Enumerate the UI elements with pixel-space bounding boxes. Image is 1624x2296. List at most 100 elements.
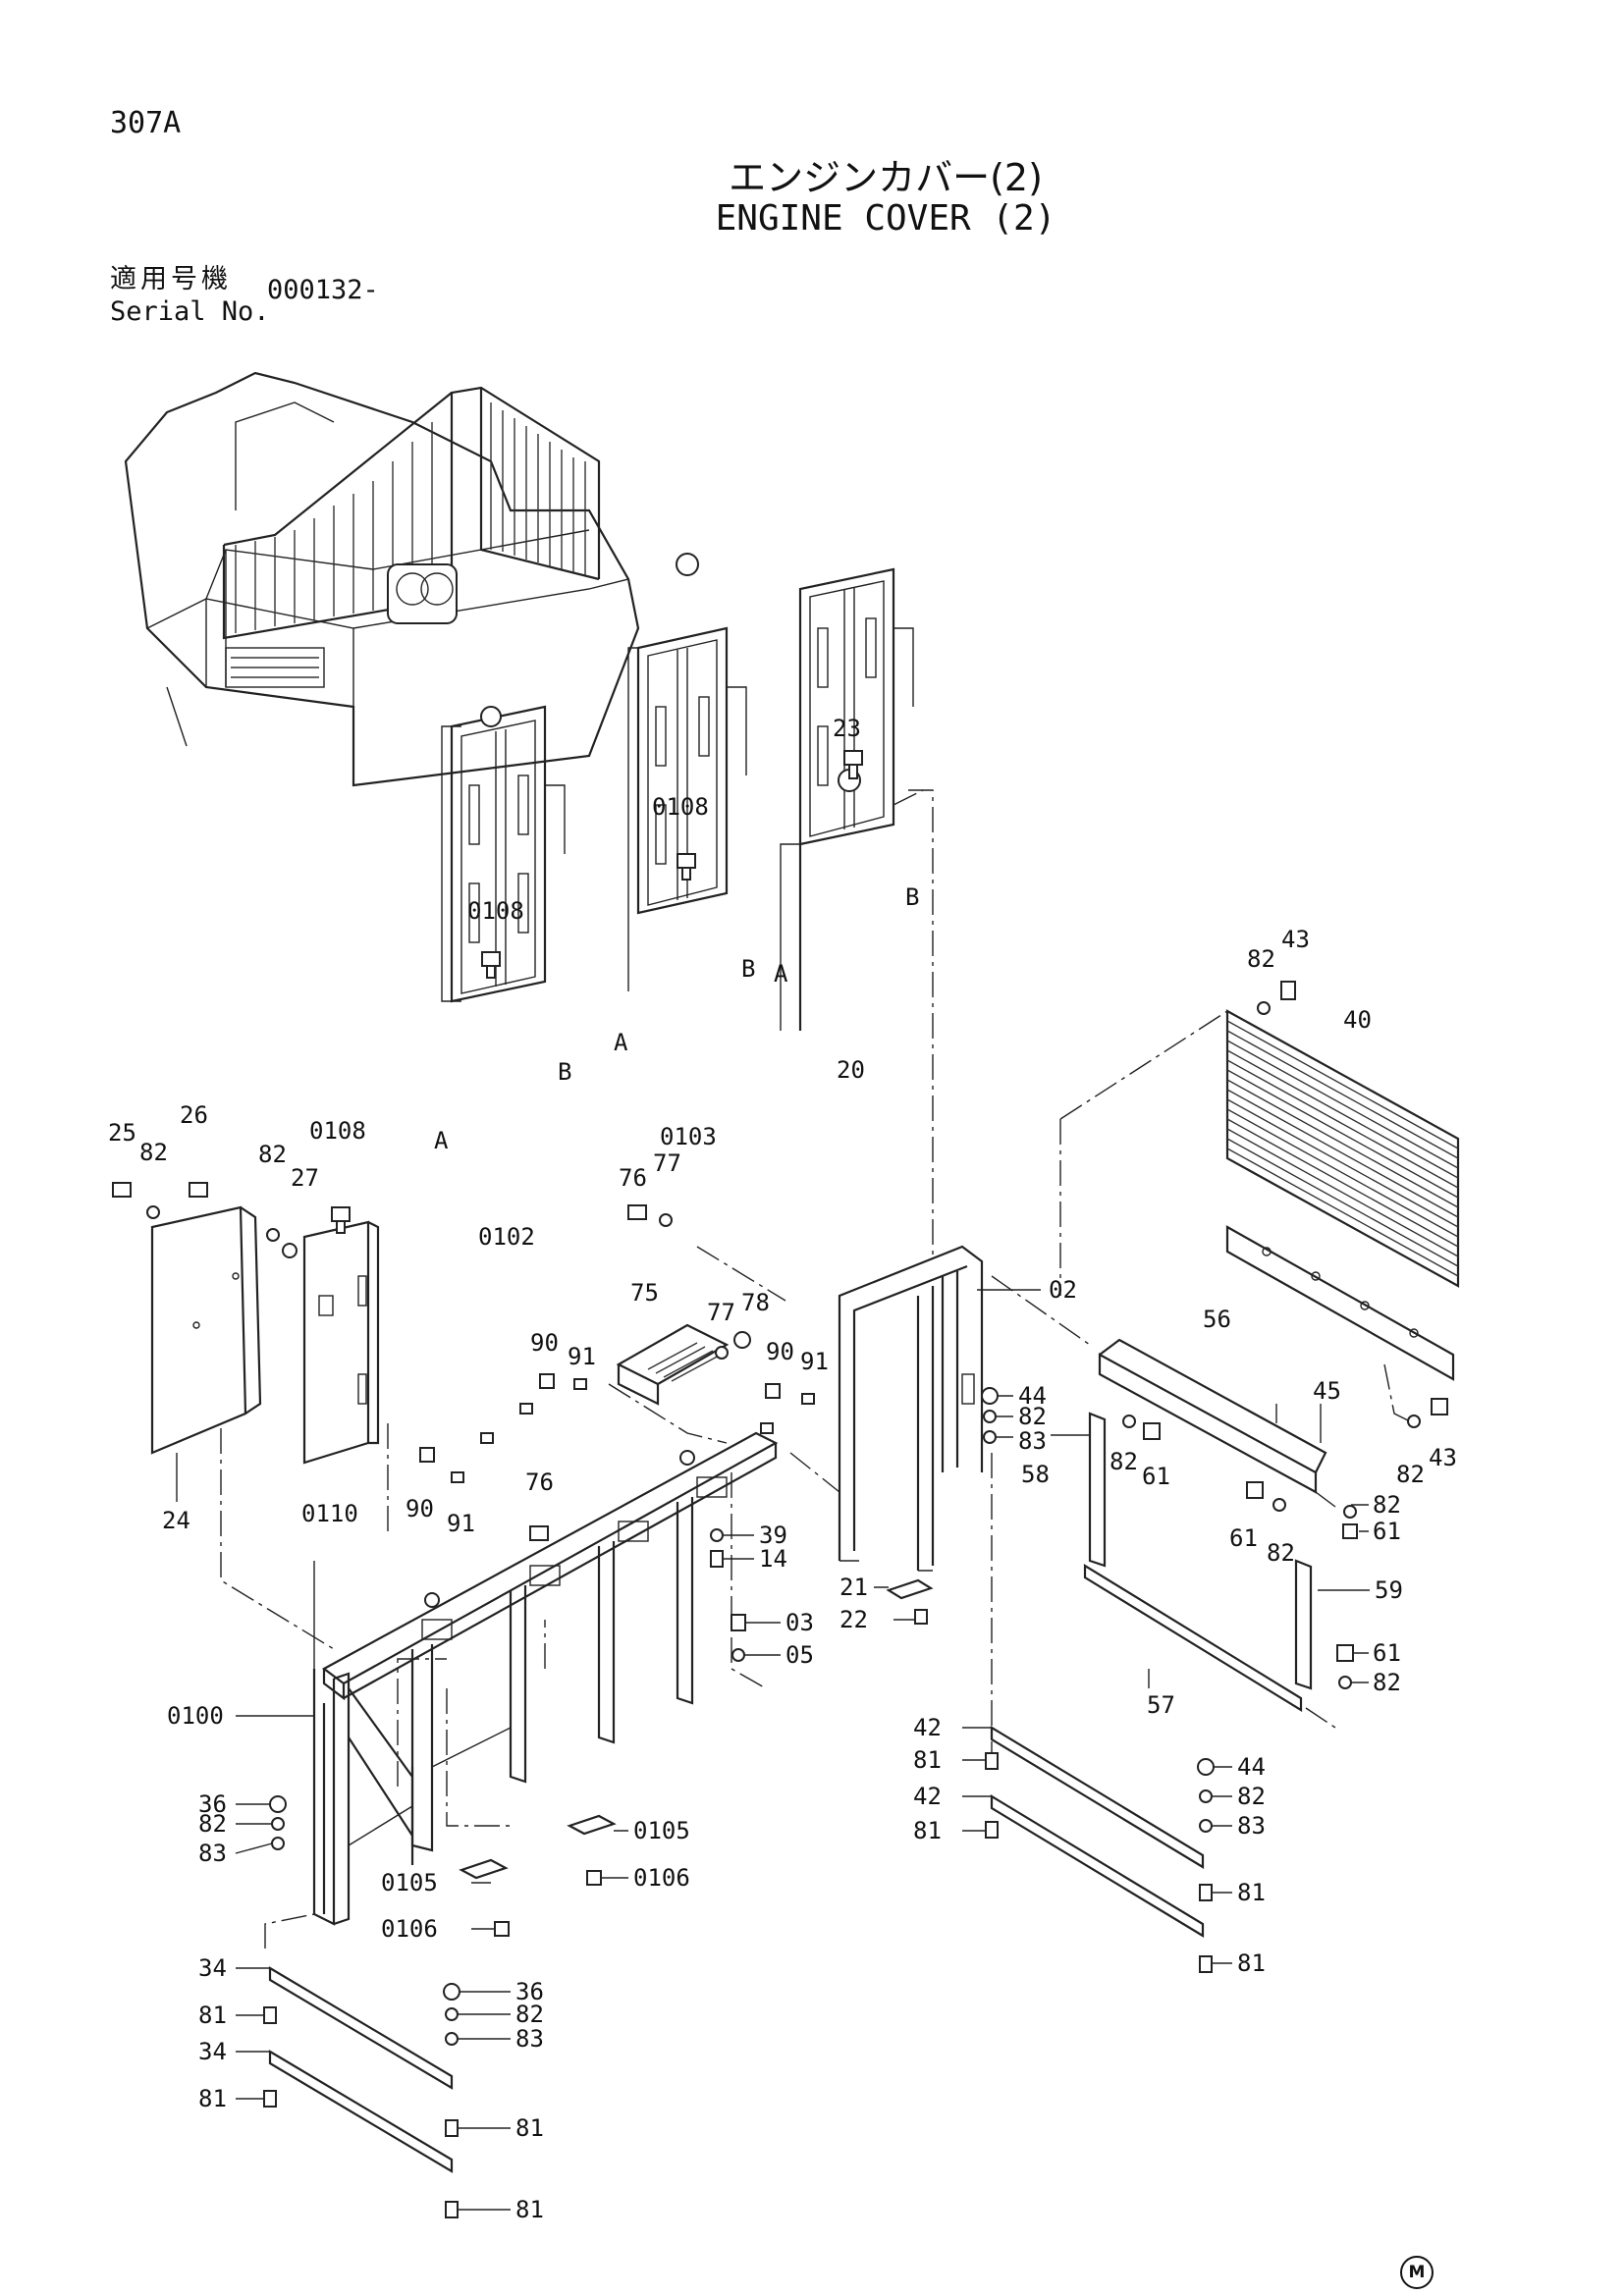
callout-34: 34 bbox=[198, 2038, 227, 2065]
callout-81: 81 bbox=[1237, 1949, 1266, 1977]
callout-44: 44 bbox=[1237, 1753, 1266, 1781]
callout-83: 83 bbox=[1018, 1427, 1047, 1455]
callout-83: 83 bbox=[1237, 1812, 1266, 1840]
machine-overview-sketch bbox=[124, 371, 640, 787]
washer-82-l2-icon bbox=[266, 1228, 280, 1242]
bolt-81-a-icon bbox=[985, 1752, 999, 1770]
bolt-81-h-icon bbox=[445, 2201, 459, 2218]
callout-a: A bbox=[614, 1029, 628, 1056]
angle-56 bbox=[1098, 1338, 1336, 1508]
serial-label-japanese: 適用号機 bbox=[110, 264, 232, 294]
callout-43: 43 bbox=[1281, 926, 1310, 953]
bolt-81-d-icon bbox=[1199, 1955, 1213, 1973]
callout-76: 76 bbox=[525, 1468, 554, 1496]
callout-82: 82 bbox=[1373, 1669, 1401, 1696]
leader-lines bbox=[176, 1289, 1370, 2211]
bolt-61-d-icon bbox=[1336, 1644, 1354, 1662]
callout-21: 21 bbox=[839, 1574, 868, 1601]
callout-83: 83 bbox=[198, 1840, 227, 1867]
callout-0105: 0105 bbox=[381, 1869, 438, 1896]
bolt-90-c-icon bbox=[419, 1447, 435, 1463]
callout-61: 61 bbox=[1373, 1518, 1401, 1545]
bolt-81-g-icon bbox=[445, 2119, 459, 2137]
washer-82-r5-icon bbox=[1199, 1789, 1213, 1803]
nut-27-icon bbox=[282, 1243, 298, 1258]
callout-91: 91 bbox=[568, 1343, 596, 1370]
callout-27: 27 bbox=[291, 1164, 319, 1192]
washer-05-icon bbox=[731, 1648, 745, 1662]
bolt-0108-a-icon bbox=[677, 853, 696, 881]
callout-25: 25 bbox=[108, 1119, 136, 1147]
callout-82: 82 bbox=[1110, 1448, 1138, 1475]
callout-78: 78 bbox=[741, 1289, 770, 1316]
callout-0100: 0100 bbox=[167, 1702, 224, 1730]
washer-82-m2-icon bbox=[1122, 1415, 1136, 1428]
washer-82-l1-icon bbox=[146, 1205, 160, 1219]
washer-83-r-icon bbox=[1199, 1819, 1213, 1833]
callout-90: 90 bbox=[766, 1338, 794, 1365]
callout-58: 58 bbox=[1021, 1461, 1050, 1488]
bolt-61-b-icon bbox=[1246, 1481, 1264, 1499]
bolt-90-a-icon bbox=[539, 1373, 555, 1389]
callout-81: 81 bbox=[1237, 1879, 1266, 1906]
nut-36-b-icon bbox=[443, 1983, 460, 2001]
washer-82-r1-icon bbox=[1407, 1415, 1421, 1428]
callout-90: 90 bbox=[530, 1329, 559, 1357]
bolt-03-icon bbox=[731, 1614, 746, 1631]
callout-77: 77 bbox=[707, 1299, 735, 1326]
callout-43: 43 bbox=[1429, 1444, 1457, 1471]
callout-82: 82 bbox=[139, 1139, 168, 1166]
callout-82: 82 bbox=[1373, 1491, 1401, 1519]
bolt-0106-a-icon bbox=[586, 1870, 602, 1886]
callout-82: 82 bbox=[1237, 1783, 1266, 1810]
bolt-43-top-icon bbox=[1280, 981, 1296, 1000]
callout-0110: 0110 bbox=[301, 1500, 358, 1527]
bolt-14-icon bbox=[710, 1550, 724, 1568]
callout-45: 45 bbox=[1313, 1377, 1341, 1405]
callout-82: 82 bbox=[1396, 1461, 1425, 1488]
step-75 bbox=[608, 1246, 786, 1444]
callout-81: 81 bbox=[198, 2085, 227, 2112]
bolt-81-b-icon bbox=[985, 1821, 999, 1839]
bolt-90-b-icon bbox=[765, 1383, 781, 1399]
callout-61: 61 bbox=[1142, 1463, 1170, 1490]
callout-59: 59 bbox=[1375, 1576, 1403, 1604]
callout-77: 77 bbox=[653, 1149, 681, 1177]
bolt-76-b-icon bbox=[529, 1525, 549, 1541]
callout-81: 81 bbox=[198, 2002, 227, 2029]
callout-0108: 0108 bbox=[652, 793, 709, 821]
washer-83-b1-icon bbox=[271, 1837, 285, 1850]
callout-40: 40 bbox=[1343, 1006, 1372, 1034]
panel-24 bbox=[150, 1205, 335, 1650]
door-0110 bbox=[302, 1220, 389, 1531]
callout-0106: 0106 bbox=[381, 1915, 438, 1943]
callout-labels: 23 0108 0108 0108 A B A B A B 20 0103 01… bbox=[108, 715, 1457, 2223]
washer-77-b-icon bbox=[715, 1346, 729, 1360]
callout-44: 44 bbox=[1018, 1382, 1047, 1410]
callout-24: 24 bbox=[162, 1507, 190, 1534]
callout-0108: 0108 bbox=[467, 897, 524, 925]
bolt-0106-b-icon bbox=[494, 1921, 510, 1937]
door-panel-0102 bbox=[441, 705, 566, 1003]
door-panel-0103 bbox=[627, 553, 747, 991]
callout-05: 05 bbox=[785, 1641, 814, 1669]
callout-61: 61 bbox=[1229, 1524, 1258, 1552]
fasteners bbox=[112, 750, 1448, 2218]
bolt-43-r-icon bbox=[1431, 1398, 1448, 1415]
callout-82: 82 bbox=[1018, 1403, 1047, 1430]
callout-b: B bbox=[905, 883, 919, 911]
washer-82-top-icon bbox=[1257, 1001, 1271, 1015]
bars-42 bbox=[990, 1726, 1205, 1938]
callout-b: B bbox=[741, 955, 755, 983]
washer-77-a-icon bbox=[659, 1213, 673, 1227]
bolt-76-a-icon bbox=[627, 1204, 647, 1220]
callout-81: 81 bbox=[913, 1817, 942, 1844]
callout-42: 42 bbox=[913, 1714, 942, 1741]
washer-82-b2-icon bbox=[445, 2007, 459, 2021]
bolt-0108-b-icon bbox=[481, 951, 501, 979]
bolt-22-icon bbox=[914, 1609, 928, 1625]
callout-82: 82 bbox=[515, 2001, 544, 2028]
manufacturer-mark-icon: M bbox=[1400, 2256, 1434, 2289]
page-code: 307A bbox=[110, 106, 182, 140]
